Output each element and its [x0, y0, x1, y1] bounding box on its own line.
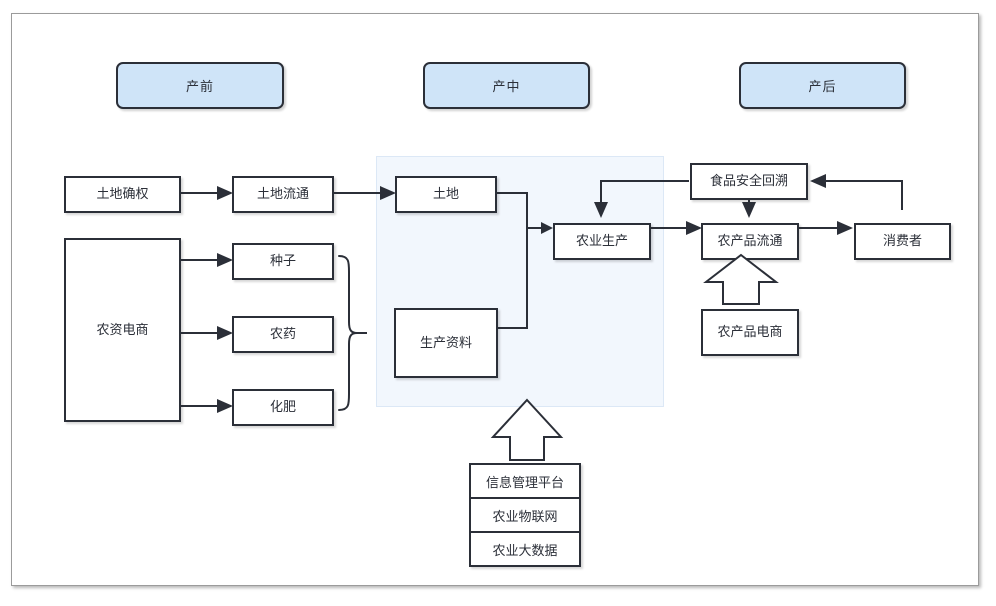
diagram-frame: 产前 产中 产后 土地确权 土地流通 农资电商 种子 农药 化肥 土地 — [11, 13, 979, 586]
node-seed[interactable]: 种子 — [232, 243, 334, 280]
node-consumer[interactable]: 消费者 — [854, 223, 951, 260]
phase-chip-mid-label: 产中 — [492, 79, 521, 94]
node-consumer-label: 消费者 — [882, 233, 922, 249]
node-pesticide-label: 农药 — [269, 326, 296, 342]
node-land-right-label: 土地确权 — [96, 186, 149, 202]
node-pesticide[interactable]: 农药 — [232, 316, 334, 353]
node-product-distribution[interactable]: 农产品流通 — [701, 223, 799, 260]
node-land-label: 土地 — [432, 186, 459, 202]
phase-chip-mid[interactable]: 产中 — [423, 62, 590, 109]
node-land[interactable]: 土地 — [395, 176, 497, 213]
stack-row-info-platform[interactable]: 信息管理平台 — [471, 465, 579, 497]
stack-row-agri-iot-label: 农业物联网 — [492, 508, 558, 524]
node-production-materials-label: 生产资料 — [419, 334, 472, 350]
node-fertilizer-label: 化肥 — [269, 399, 296, 415]
node-production-materials[interactable]: 生产资料 — [394, 308, 498, 378]
phase-chip-pre-label: 产前 — [185, 79, 214, 94]
node-food-safety-traceability[interactable]: 食品安全回溯 — [690, 163, 808, 200]
node-fertilizer[interactable]: 化肥 — [232, 389, 334, 426]
node-product-ecommerce[interactable]: 农产品电商 — [701, 309, 799, 356]
phase-chip-pre[interactable]: 产前 — [116, 62, 284, 109]
node-agricultural-production[interactable]: 农业生产 — [553, 223, 651, 260]
node-land-circulation-label: 土地流通 — [256, 186, 309, 202]
phase-chip-post[interactable]: 产后 — [739, 62, 906, 109]
platform-stack[interactable]: 信息管理平台 农业物联网 农业大数据 — [469, 463, 581, 567]
node-land-circulation[interactable]: 土地流通 — [232, 176, 334, 213]
node-land-right[interactable]: 土地确权 — [64, 176, 181, 213]
node-seed-label: 种子 — [269, 253, 296, 269]
node-agri-input-ecommerce-label: 农资电商 — [96, 321, 149, 337]
node-product-distribution-label: 农产品流通 — [717, 233, 783, 249]
stack-row-agri-bigdata[interactable]: 农业大数据 — [471, 531, 579, 565]
node-food-safety-traceability-label: 食品安全回溯 — [709, 173, 788, 189]
stack-row-agri-bigdata-label: 农业大数据 — [492, 542, 558, 558]
node-agricultural-production-label: 农业生产 — [575, 233, 628, 249]
stack-row-agri-iot[interactable]: 农业物联网 — [471, 497, 579, 531]
stack-row-info-platform-label: 信息管理平台 — [485, 474, 564, 490]
phase-chip-post-label: 产后 — [808, 79, 837, 94]
node-product-ecommerce-label: 农产品电商 — [717, 324, 783, 340]
node-agri-input-ecommerce[interactable]: 农资电商 — [64, 238, 181, 422]
